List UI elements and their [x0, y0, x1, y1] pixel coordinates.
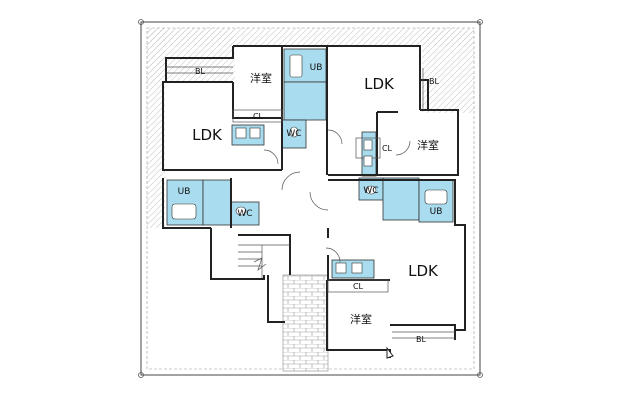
- label-cl-top: CL: [253, 112, 264, 121]
- room-ldk-bottom-right: LDK: [408, 262, 439, 280]
- label-cl-bottom: CL: [353, 282, 364, 291]
- label-wc-right: WC: [363, 186, 378, 196]
- interior-lines: [166, 66, 455, 339]
- washroom-left: [202, 179, 232, 226]
- site-corner-markers: [138, 19, 483, 378]
- garden-hatch: [147, 28, 474, 228]
- wet-areas: [166, 48, 454, 279]
- room-youshitsu-top: 洋室: [250, 71, 272, 85]
- entrance-arrow-icon: [386, 346, 394, 359]
- entrance-paving: [282, 274, 329, 372]
- site-boundary: [140, 21, 481, 376]
- sanitary-fixtures: [171, 54, 448, 274]
- label-bl-top-right: BL: [429, 77, 439, 86]
- label-wc-top: WC: [286, 129, 301, 139]
- kitchen-right: [361, 131, 377, 177]
- label-ub-right: UB: [430, 207, 443, 217]
- room-ldk-top-right: LDK: [364, 75, 395, 93]
- label-bl-top-left: BL: [195, 67, 205, 76]
- room-ldk-left: LDK: [192, 126, 223, 144]
- washroom-right: [382, 177, 420, 221]
- washroom-top: [283, 81, 327, 121]
- room-youshitsu-bottom: 洋室: [350, 312, 372, 326]
- label-ub-top: UB: [310, 63, 323, 73]
- label-bl-bottom: BL: [416, 335, 426, 344]
- label-cl-right: CL: [382, 144, 393, 153]
- label-ub-left: UB: [178, 187, 191, 197]
- room-youshitsu-right: 洋室: [417, 138, 439, 152]
- label-wc-left: WC: [237, 209, 252, 219]
